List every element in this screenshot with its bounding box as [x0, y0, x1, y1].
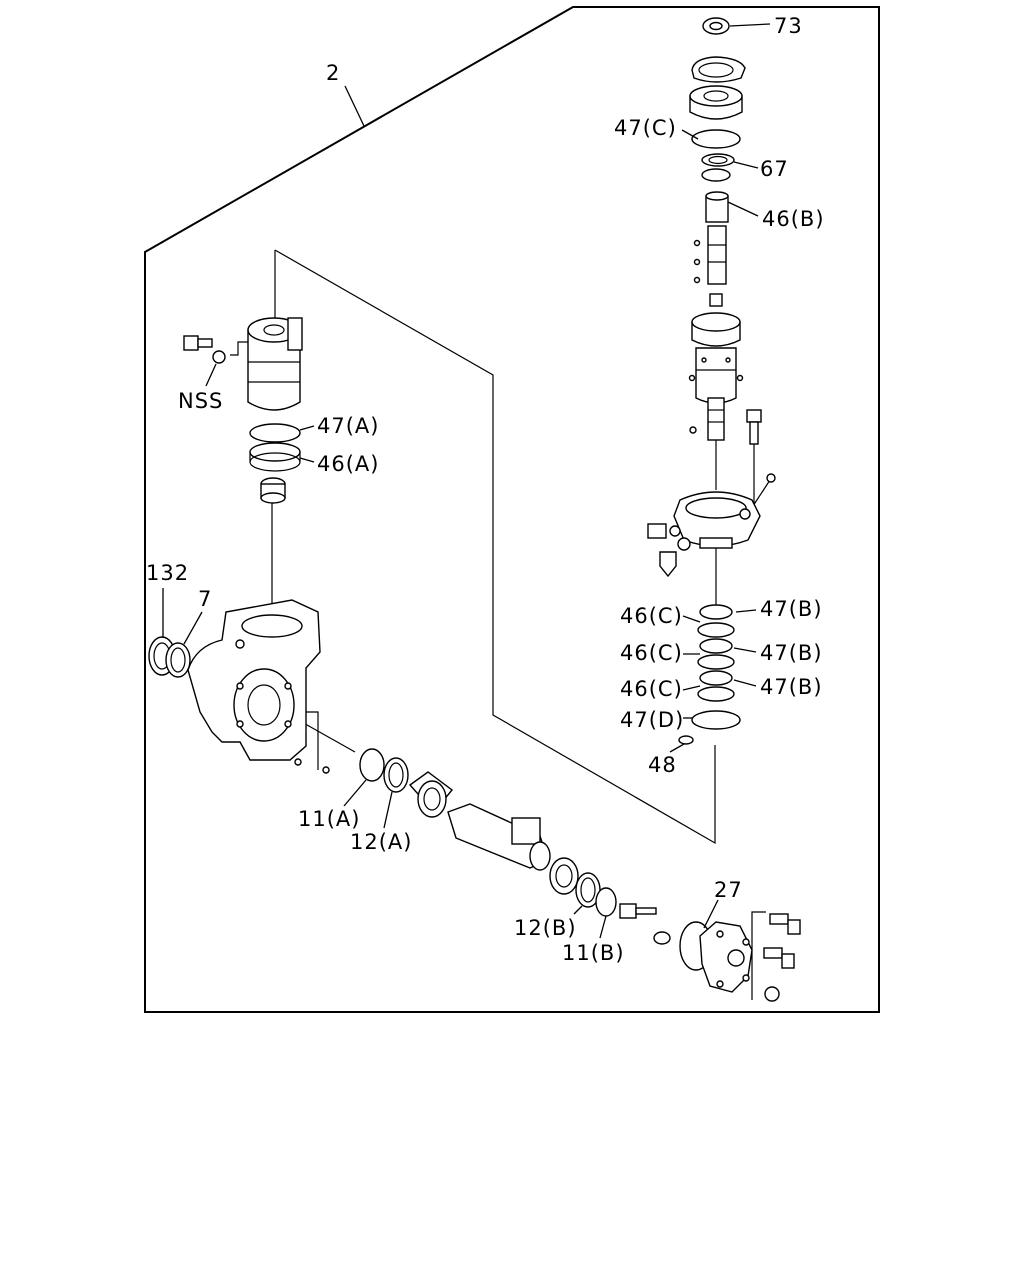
bleeder-screw — [746, 409, 762, 445]
callout-11b: 11(B) — [562, 941, 625, 965]
callout-67: 67 — [760, 157, 789, 181]
leader-46b — [727, 201, 759, 217]
leader-47b1 — [735, 609, 757, 613]
leader-27 — [703, 899, 719, 929]
valve-housing — [673, 491, 761, 549]
valve-cap — [689, 85, 743, 120]
o-ring-47a — [249, 423, 301, 443]
assembly-frame — [144, 6, 880, 1013]
bracket-right — [306, 711, 319, 770]
washer — [701, 168, 731, 182]
side-cover-27 — [679, 921, 753, 993]
callout-47a: 47(A) — [317, 414, 379, 438]
rotary-valve-body — [688, 312, 744, 441]
callout-46c-3: 46(C) — [620, 677, 683, 701]
o-ring-47d — [691, 710, 741, 730]
seal-ring-46c-1 — [699, 604, 733, 620]
leader-47a — [299, 425, 315, 431]
snap-ring-11b — [595, 887, 617, 917]
fitting-top — [766, 473, 776, 483]
flare-nut — [659, 537, 691, 578]
leader-47b2 — [733, 647, 757, 653]
sector-shaft — [447, 803, 551, 871]
callout-12a: 12(A) — [350, 830, 412, 854]
leader-nss — [205, 363, 217, 387]
lock-nut — [653, 931, 671, 945]
o-ring-47b-2 — [697, 654, 735, 670]
union-fitting — [647, 523, 681, 539]
leader-12b — [573, 905, 583, 915]
valve-spool — [693, 225, 727, 285]
callout-2: 2 — [326, 61, 340, 85]
callout-47d: 47(D) — [620, 708, 684, 732]
o-ring-47b-3 — [697, 686, 735, 702]
leader-46c3 — [682, 685, 701, 691]
callout-48: 48 — [648, 753, 677, 777]
leader-47b3 — [733, 679, 757, 687]
o-ring-47c — [691, 129, 741, 149]
leader-46c1 — [682, 615, 701, 623]
cover-bolt-2 — [763, 947, 795, 969]
cover-bolt-1 — [769, 913, 801, 935]
callout-73: 73 — [774, 14, 803, 38]
small-pin — [689, 426, 697, 434]
piston-end — [260, 477, 286, 504]
upper-cylinder — [247, 317, 303, 411]
callout-11a: 11(A) — [298, 807, 360, 831]
bearing-lower — [549, 857, 579, 895]
callout-47b-3: 47(B) — [760, 675, 823, 699]
o-ring-47b-1 — [697, 622, 735, 638]
leader-fitting — [752, 479, 771, 507]
callout-47b-2: 47(B) — [760, 641, 823, 665]
callout-nss: NSS — [178, 389, 223, 413]
needle-bearing — [408, 771, 454, 818]
leader-12a — [383, 791, 393, 829]
seal-ring-46c-2 — [699, 638, 733, 654]
gear-housing — [187, 599, 321, 766]
leader-11a — [343, 779, 367, 807]
leader-7 — [183, 611, 203, 645]
callout-46c-1: 46(C) — [620, 604, 683, 628]
callout-46c-2: 46(C) — [620, 641, 683, 665]
leader-11b — [599, 915, 607, 939]
bolt-nss — [183, 335, 213, 351]
callout-47c: 47(C) — [614, 116, 677, 140]
callout-46a: 46(A) — [317, 452, 379, 476]
sub-assembly-frame — [274, 249, 716, 845]
washer-48 — [678, 735, 694, 745]
callout-12b: 12(B) — [514, 916, 577, 940]
leader-2 — [344, 85, 365, 127]
seal-7 — [165, 642, 191, 678]
leader-73 — [729, 23, 771, 27]
seal-12a — [383, 757, 409, 793]
cover-nut — [764, 986, 780, 1002]
callout-46b: 46(B) — [762, 207, 825, 231]
sleeve-46b — [705, 191, 729, 223]
callout-7: 7 — [198, 587, 212, 611]
seal-ring-46c-3 — [699, 670, 733, 686]
washer-nss — [212, 350, 226, 364]
adjust-screw — [619, 903, 657, 919]
cover-plate — [691, 56, 746, 83]
seal-ring-46a — [249, 442, 301, 472]
callout-27: 27 — [714, 878, 743, 902]
cover-bracket — [751, 911, 766, 1000]
leader-46a — [299, 457, 315, 463]
leader-47c — [681, 129, 699, 140]
callout-132: 132 — [146, 561, 189, 585]
snap-ring-11a — [359, 748, 385, 782]
bracket-line — [230, 341, 248, 356]
leader-48 — [669, 743, 685, 753]
seal-73 — [702, 17, 730, 35]
spool-pin — [709, 293, 723, 307]
callout-47b-1: 47(B) — [760, 597, 823, 621]
leader-67 — [733, 161, 759, 169]
plug — [322, 766, 330, 774]
bearing-67 — [701, 153, 735, 167]
